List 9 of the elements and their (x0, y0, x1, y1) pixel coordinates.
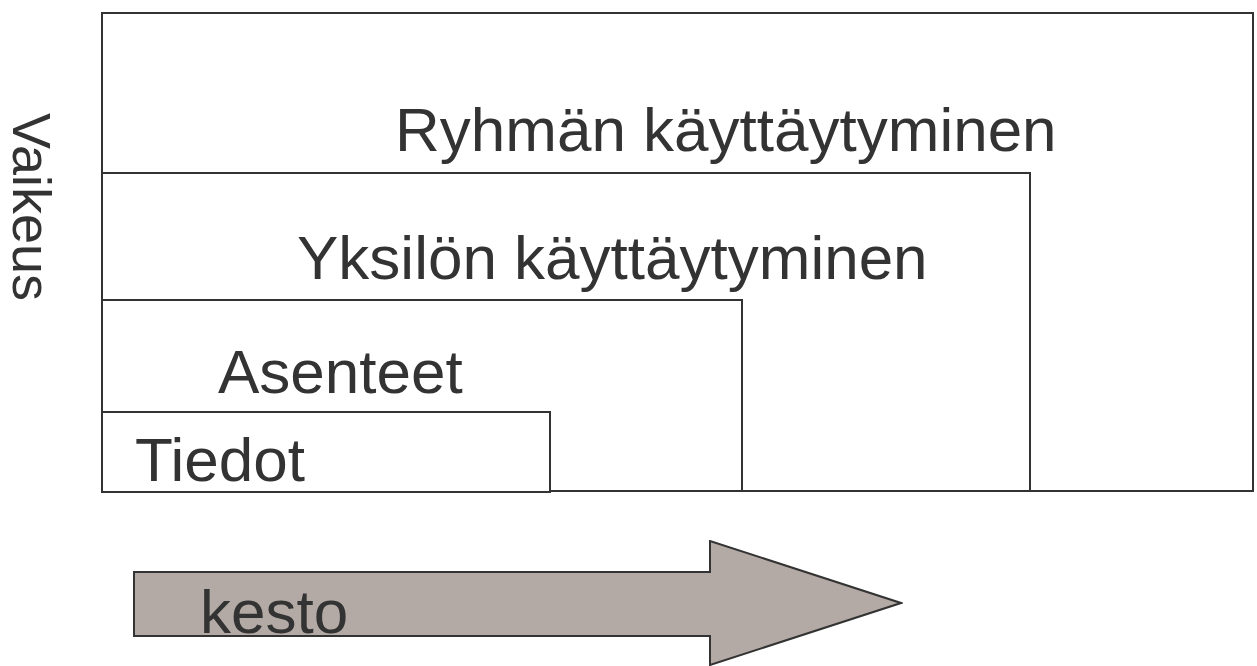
axis-label: Vaikeus (5, 112, 59, 302)
nested-box (101, 172, 1031, 492)
box-label: Tiedot (135, 429, 305, 491)
box-label: kesto (200, 581, 349, 643)
nested-box (101, 12, 1254, 492)
nested-box (101, 299, 743, 492)
box-label: Asenteet (218, 341, 463, 403)
nested-box (101, 411, 551, 493)
block-arrow (133, 540, 903, 666)
